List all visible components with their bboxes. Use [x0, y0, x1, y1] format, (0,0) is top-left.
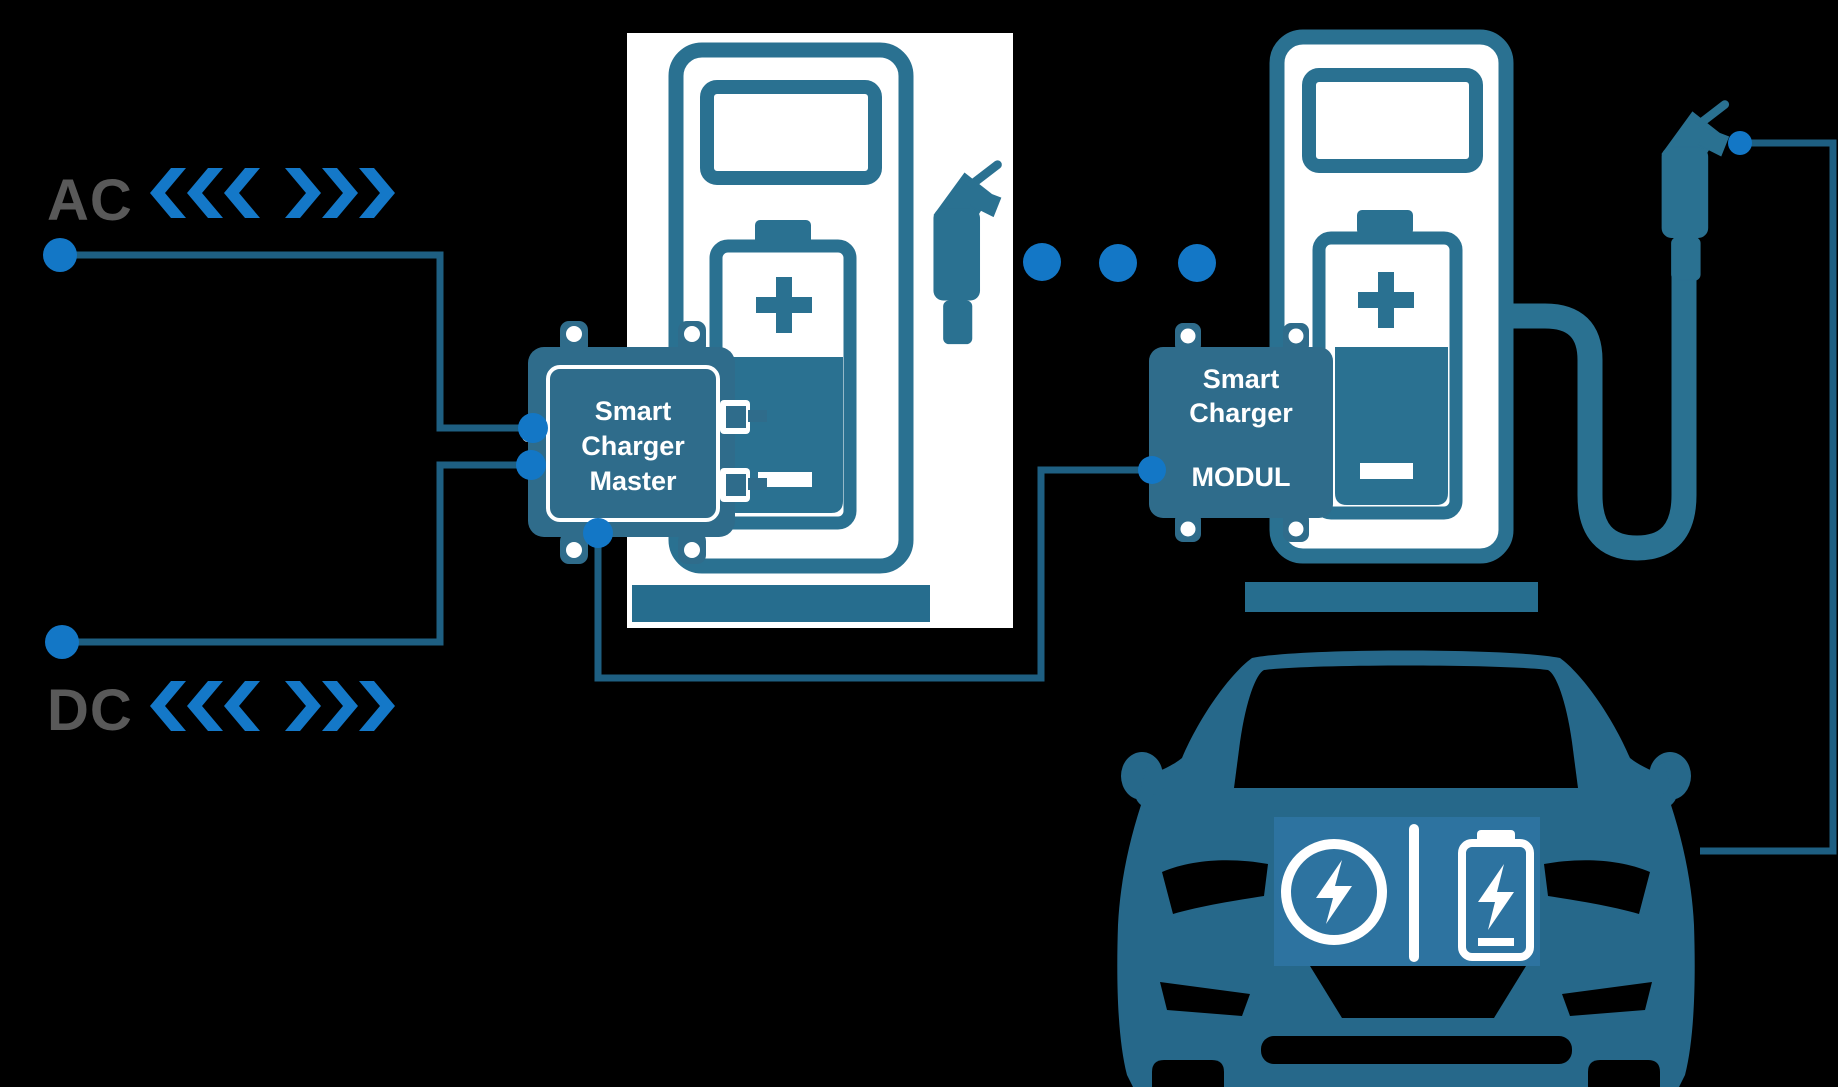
electric-car-icon: [1117, 650, 1695, 1087]
car-wheel-left: [1152, 1060, 1224, 1087]
ev-plug-icon: [1662, 105, 1729, 281]
smart-charger-module-box: [1149, 323, 1333, 542]
ellipsis-dot-2: [1099, 244, 1137, 282]
dc-chevrons-right-icon: [285, 681, 395, 731]
connection-dots: [43, 131, 1752, 659]
dc-chevrons-left-icon: [150, 681, 260, 731]
ac-chevrons-right-icon: [285, 168, 395, 218]
master-right-connectors: [720, 400, 767, 502]
car-headlight-left: [1162, 860, 1268, 914]
master-box-inner-border: [546, 365, 720, 522]
module-box-body: [1149, 347, 1333, 518]
charging-battery-icon: [1458, 830, 1534, 961]
station-1-base: [632, 585, 930, 622]
car-grille: [1310, 966, 1526, 1018]
module-box-label-line3: MODUL: [1191, 462, 1291, 492]
ac-connection-line: [60, 251, 527, 432]
circled-lightning-icon: [1281, 839, 1387, 945]
car-headlight-right: [1544, 860, 1650, 914]
car-bumper-slot: [1261, 1036, 1572, 1064]
master-box-label-line1: Smart: [594, 396, 672, 426]
master-ac-port-dot: [518, 413, 548, 443]
smart-charger-master-box: [522, 321, 767, 564]
master-box-body: [528, 347, 735, 537]
ellipsis-dot-1: [1023, 243, 1061, 281]
master-dc-port-dot: [516, 450, 546, 480]
connection-lines: [60, 139, 1837, 855]
charging-cable: [1510, 270, 1697, 561]
master-box-label: Smart Charger Master: [548, 394, 718, 499]
dc-connection-line: [62, 461, 525, 646]
badge-divider: [1409, 824, 1419, 962]
station-2-base: [1245, 582, 1538, 612]
car-wheel-right: [1588, 1060, 1660, 1087]
master-box-label-line2: Charger: [581, 431, 685, 461]
car-windshield: [1234, 665, 1578, 788]
module-box-label-line2: Charger: [1189, 398, 1293, 428]
master-bottom-port-dot: [583, 518, 613, 548]
ellipsis-dots: [1023, 243, 1216, 282]
module-box-label-line1: Smart: [1202, 364, 1280, 394]
station-2-screen: [1302, 68, 1483, 173]
station-1-screen: [700, 80, 882, 185]
ac-chevrons-left-icon: [150, 168, 260, 218]
ac-label: AC: [47, 168, 133, 233]
dc-label: DC: [47, 678, 133, 743]
module-port-dot: [1138, 456, 1166, 484]
car-hood-badge: [1274, 817, 1540, 966]
charging-station-2-icon: [1245, 29, 1538, 612]
ac-source-dot: [43, 238, 77, 272]
dc-source-dot: [45, 625, 79, 659]
ellipsis-dot-3: [1178, 244, 1216, 282]
master-screw-holes: [566, 326, 700, 558]
module-box-label: Smart Charger MODUL: [1149, 362, 1333, 494]
station-2-battery-icon: [1312, 210, 1463, 520]
module-screw-holes: [1180, 328, 1304, 537]
master-box-label-line3: Master: [589, 466, 677, 496]
master-to-module-line: [594, 466, 1147, 682]
plug-to-car-line: [1700, 139, 1837, 855]
plug-port-dot: [1728, 131, 1752, 155]
